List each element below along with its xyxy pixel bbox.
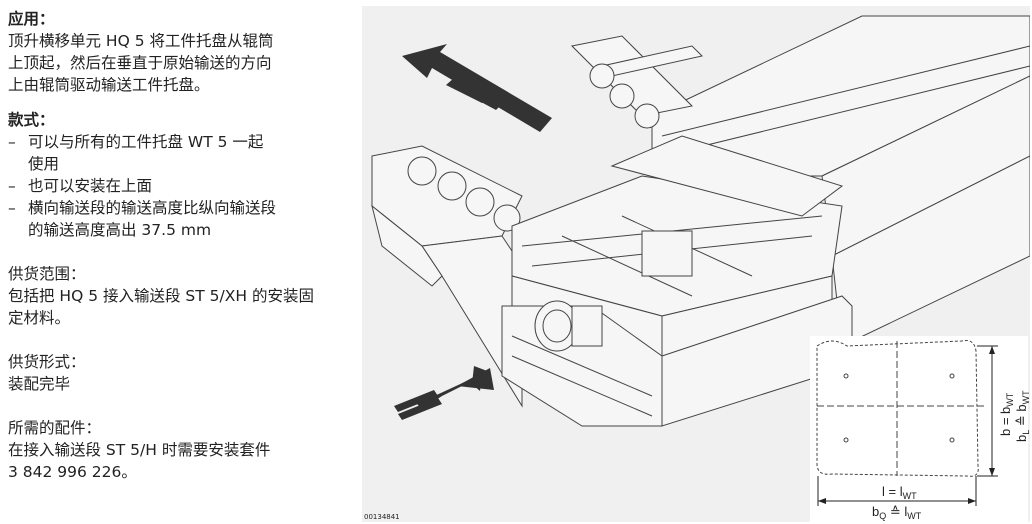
longitudinal-conveyor-right xyxy=(651,15,1030,347)
dim-label-b: b = bWT xyxy=(998,392,1015,436)
drive-motor xyxy=(534,300,603,352)
text-column: 应用： 顶升横移单元 HQ 5 将工件托盘从辊筒 上顶起，然后在垂直于原始输送的… xyxy=(8,8,353,483)
delivery-body: 装配完毕 xyxy=(8,375,71,393)
application-heading: 应用： xyxy=(8,10,55,28)
scope-line-1: 包括把 HQ 5 接入输送段 ST 5/XH 的安装固 xyxy=(8,287,314,305)
dim-label-bq: bQ ≙ lWT xyxy=(872,504,922,521)
delivery-label: 供货形式： xyxy=(8,353,86,371)
design-heading: 款式： xyxy=(8,111,55,129)
longitudinal-conveyor-left xyxy=(371,145,523,408)
design-item-3: 横向输送段的输送高度比纵向输送段 的输送高度高出 37.5 mm xyxy=(8,197,353,241)
design-item-2: 也可以安装在上面 xyxy=(8,175,353,197)
transverse-direction-arrow xyxy=(402,44,552,132)
design-list: 可以与所有的工件托盘 WT 5 一起 使用 也可以安装在上面 横向输送段的输送高… xyxy=(8,131,353,241)
accessories-line-1: 在接入输送段 ST 5/H 时需要安装套件 xyxy=(8,441,271,459)
drawing-svg: l = lWT bQ ≙ lWT b = bWT bL ≙ bWT xyxy=(371,15,1030,522)
accessories-line-2: 3 842 996 226。 xyxy=(8,463,137,481)
longitudinal-direction-arrow xyxy=(394,366,494,420)
application-line-3: 上由辊筒驱动输送工件托盘。 xyxy=(8,76,210,94)
application-line-2: 上顶起，然后在垂直于原始输送的方向 xyxy=(8,54,272,72)
scope-line-2: 定材料。 xyxy=(8,309,71,327)
design-item-1: 可以与所有的工件托盘 WT 5 一起 使用 xyxy=(8,131,353,175)
figure-code: 00134841 xyxy=(364,513,400,521)
application-line-1: 顶升横移单元 HQ 5 将工件托盘从辊筒 xyxy=(8,32,274,50)
scope-label: 供货范围： xyxy=(8,265,86,283)
transverse-conveyor-back xyxy=(570,35,703,129)
dim-label-l: l = lWT xyxy=(882,484,917,501)
dim-label-bl: bL ≙ bWT xyxy=(1014,390,1030,442)
accessories-label: 所需的配件： xyxy=(8,419,102,437)
pallet-dimension-sketch xyxy=(810,336,1028,522)
technical-drawing: l = lWT bQ ≙ lWT b = bWT bL ≙ bWT 001348… xyxy=(362,6,1030,522)
